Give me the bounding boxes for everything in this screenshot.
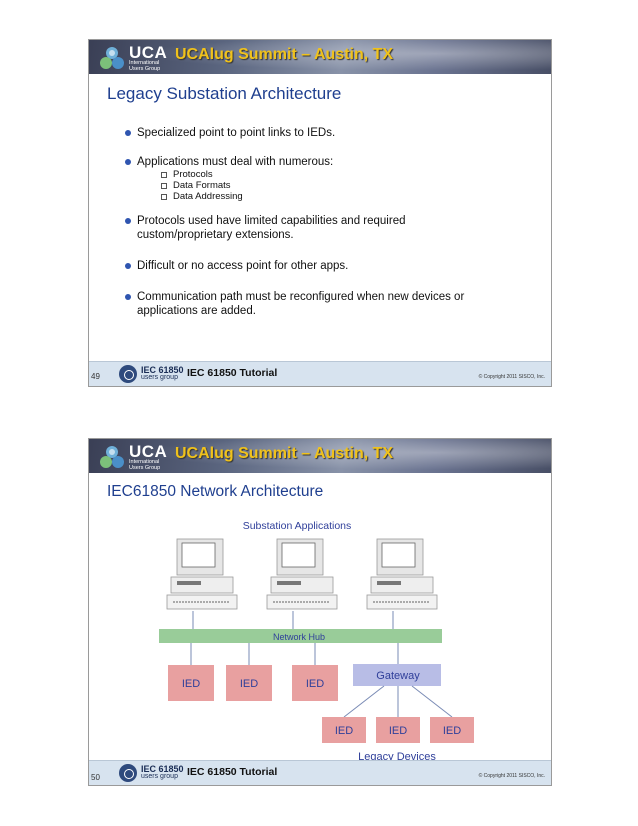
slide-title: IEC61850 Network Architecture — [107, 483, 324, 500]
hub-label: Network Hub — [273, 632, 325, 642]
header-title: UCAlug Summit – Austin, TX — [175, 445, 394, 462]
network-diagram: Substation Applications — [159, 520, 474, 763]
sub-bullet: Protocols — [161, 169, 535, 180]
iec61850-logo: IEC 61850 users group — [119, 364, 189, 384]
legacy-ied-box — [322, 717, 366, 743]
ied-label: IED — [182, 678, 200, 690]
ied-label: IED — [240, 678, 258, 690]
gateway-label: Gateway — [376, 670, 420, 682]
legacy-ied-label: IED — [443, 725, 461, 737]
logo-text: UCA — [129, 43, 168, 62]
bullet-item: Specialized point to point links to IEDs… — [125, 126, 535, 140]
footer-logo-line2: users group — [141, 773, 178, 780]
gateway-box — [353, 664, 441, 686]
copyright: © Copyright 2011 SISCO, Inc. — [478, 773, 545, 779]
bullet-item: Difficult or no access point for other a… — [125, 259, 535, 273]
slide-header: UCA International Users Group UCAlug Sum… — [89, 40, 551, 74]
legacy-ied-box — [430, 717, 474, 743]
ied-box — [292, 665, 338, 701]
uca-logo-icon — [100, 446, 124, 468]
sub-bullet: Data Addressing — [161, 191, 535, 202]
ied-box — [168, 665, 214, 701]
iec61850-logo: IEC 61850 users group — [119, 763, 189, 783]
footer-logo-line1: IEC 61850 — [141, 764, 184, 774]
slide-footer: IEC 61850 users group IEC 61850 Tutorial… — [89, 361, 551, 386]
uca-logo-icon — [100, 47, 124, 69]
uca-logo: UCA International Users Group — [99, 43, 167, 72]
legacy-ied-label: IED — [335, 725, 353, 737]
computer-icon — [366, 538, 438, 610]
page-number: 49 — [91, 372, 100, 381]
computer-icon — [166, 538, 238, 610]
bullet-list: Specialized point to point links to IEDs… — [125, 126, 535, 318]
footer-logo-line2: users group — [141, 374, 178, 381]
uca-logo: UCA International Users Group — [99, 442, 167, 471]
legacy-ied-box — [376, 717, 420, 743]
iec61850-logo-icon — [119, 365, 137, 383]
ied-label: IED — [306, 678, 324, 690]
sub-bullet: Data Formats — [161, 180, 535, 191]
legacy-ied-label: IED — [389, 725, 407, 737]
ied-box — [226, 665, 272, 701]
slide-title: Legacy Substation Architecture — [107, 84, 342, 103]
bullet-item: Applications must deal with numerous: — [125, 155, 535, 169]
page-number: 50 — [91, 773, 100, 782]
logo-subtext: International Users Group — [129, 60, 161, 72]
bullet-item: Protocols used have limited capabilities… — [125, 214, 427, 242]
slide-header: UCA International Users Group UCAlug Sum… — [89, 439, 551, 473]
logo-subtext: International Users Group — [129, 459, 161, 471]
copyright: © Copyright 2011 SISCO, Inc. — [478, 374, 545, 380]
computer-icon — [266, 538, 338, 610]
bullet-item: Communication path must be reconfigured … — [125, 290, 477, 318]
iec61850-logo-icon — [119, 764, 137, 782]
logo-text: UCA — [129, 442, 168, 461]
slide-50: UCA International Users Group UCAlug Sum… — [88, 438, 552, 786]
footer-title: IEC 61850 Tutorial — [187, 766, 278, 778]
header-title: UCAlug Summit – Austin, TX — [175, 46, 394, 63]
slide-49: UCA International Users Group UCAlug Sum… — [88, 39, 552, 387]
apps-label: Substation Applications — [243, 520, 352, 532]
network-hub — [159, 629, 442, 643]
footer-logo-line1: IEC 61850 — [141, 365, 184, 375]
slide-footer: IEC 61850 users group IEC 61850 Tutorial… — [89, 760, 551, 785]
footer-title: IEC 61850 Tutorial — [187, 367, 278, 379]
